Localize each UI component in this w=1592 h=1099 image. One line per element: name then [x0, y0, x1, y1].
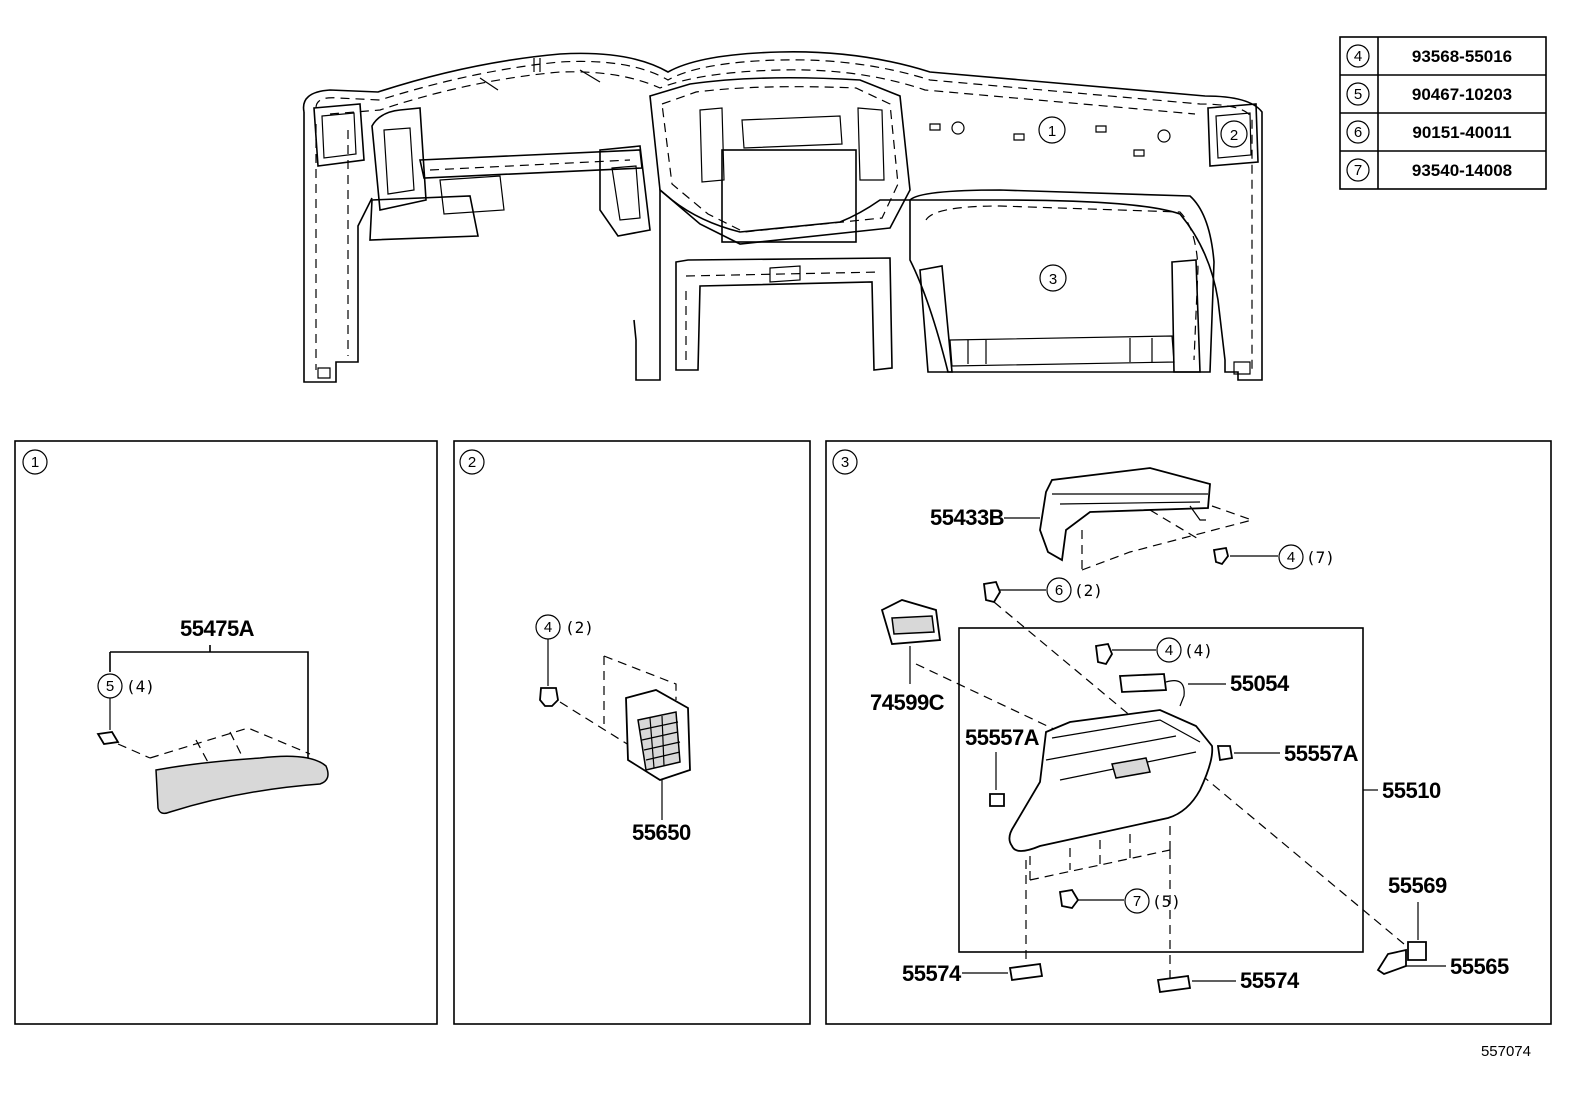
- part-label-55433B: 55433B: [930, 505, 1004, 530]
- door-handle-icon: [1111, 757, 1151, 779]
- table-part-number: 93568-55016: [1412, 47, 1512, 66]
- part-label-55565: 55565: [1450, 954, 1509, 979]
- fastener-qty: (4): [126, 677, 155, 696]
- upper-glove-panel-icon: [1039, 467, 1211, 562]
- fastener-ref: 4: [1165, 642, 1173, 659]
- fastener-qty: (5): [1152, 892, 1181, 911]
- detail-panel-3: 3 55433B 4 (7) 6 (2) 74599C 55510 4: [825, 440, 1552, 1025]
- fastener-qty: (4): [1184, 641, 1213, 660]
- clip-icon: [96, 731, 120, 745]
- overview-callout-1: 1: [1048, 123, 1056, 140]
- part-label-55557A-left: 55557A: [965, 725, 1040, 750]
- parts-table-row: 5 90467-10203: [1346, 82, 1512, 106]
- clip-icon: [982, 580, 1002, 604]
- part-label-55510: 55510: [1382, 778, 1441, 803]
- overview-callout-3: 3: [1049, 271, 1057, 288]
- garnish-panel-icon: [155, 755, 329, 815]
- fastener-ref: 4: [544, 619, 552, 636]
- parts-table-row: 6 90151-40011: [1346, 120, 1512, 144]
- parts-table-row: 4 93568-55016: [1346, 44, 1512, 68]
- damper-icon: [1118, 673, 1168, 693]
- callout-2-marker: [1220, 120, 1248, 148]
- part-label-55574-left: 55574: [902, 961, 962, 986]
- table-ref-number: 5: [1354, 86, 1362, 103]
- fastener-qty: (2): [1074, 581, 1103, 600]
- bumper-icon: [1407, 941, 1427, 961]
- screw-icon: [1212, 546, 1229, 566]
- table-ref-number: 4: [1354, 48, 1362, 65]
- stopper-icon: [1216, 745, 1234, 762]
- fastener-qty: (2): [565, 618, 594, 637]
- table-part-number: 93540-14008: [1412, 161, 1512, 180]
- part-label-55054: 55054: [1230, 671, 1290, 696]
- fastener-ref: 7: [1133, 893, 1141, 910]
- detail-panel-1: 1 55475A 5 (4): [14, 440, 438, 1025]
- panel-1-ref: 1: [31, 454, 39, 471]
- part-label-55475A: 55475A: [180, 616, 255, 641]
- table-ref-number: 6: [1354, 124, 1362, 141]
- parts-table: 4 93568-55016 5 90467-10203 6 90151-4001…: [1339, 36, 1547, 190]
- cushion-icon: [1376, 948, 1407, 976]
- panel-3-ref: 3: [841, 454, 849, 471]
- screw-icon: [1058, 889, 1080, 909]
- pin-icon: [1156, 974, 1192, 994]
- parts-table-row: 7 93540-14008: [1346, 158, 1512, 182]
- fastener-ref: 5: [106, 678, 114, 695]
- panel-2-ref: 2: [468, 454, 476, 471]
- stopper-icon: [989, 793, 1005, 807]
- detail-panel-2: 2 4 (2) 55650: [453, 440, 811, 1025]
- overview-callout-2: 2: [1230, 127, 1238, 144]
- dashboard-overview-drawing: 1 2 3: [302, 51, 1263, 383]
- callout-3-marker: [1039, 264, 1067, 292]
- pin-icon: [1008, 962, 1044, 982]
- fastener-qty: (7): [1306, 548, 1335, 567]
- screw-icon: [539, 687, 559, 707]
- part-label-55569: 55569: [1388, 873, 1447, 898]
- table-part-number: 90467-10203: [1412, 85, 1512, 104]
- part-label-55557A-right: 55557A: [1284, 741, 1359, 766]
- table-part-number: 90151-40011: [1412, 123, 1511, 142]
- figure-code: 557074: [1481, 1043, 1531, 1060]
- callout-1-marker: [1038, 116, 1066, 144]
- screw-icon: [1094, 642, 1114, 666]
- table-ref-number: 7: [1354, 162, 1362, 179]
- fastener-ref: 6: [1055, 582, 1063, 599]
- part-label-55650: 55650: [632, 820, 691, 845]
- glove-box-door-icon: [1008, 709, 1214, 852]
- fastener-ref: 4: [1287, 549, 1295, 566]
- part-label-55574-right: 55574: [1240, 968, 1300, 993]
- part-label-74599C: 74599C: [870, 690, 945, 715]
